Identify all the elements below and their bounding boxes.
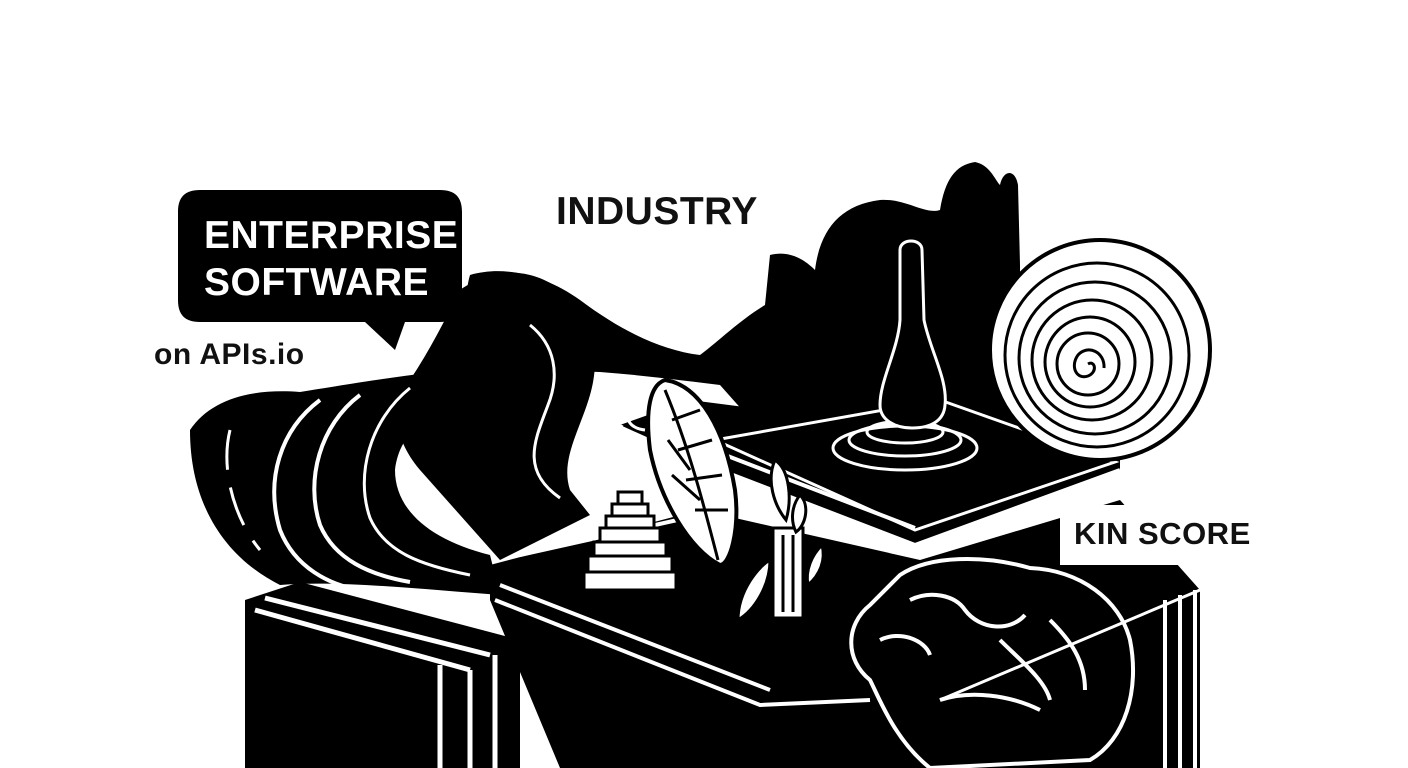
leaf-large <box>646 377 739 568</box>
right-block-stripes <box>1163 590 1197 768</box>
small-vase-stripes <box>781 535 795 612</box>
speech-bubble-line2: SOFTWARE <box>204 261 429 304</box>
score-plate <box>1060 505 1238 565</box>
spiral-lines <box>1003 261 1191 449</box>
vase-statue <box>878 239 947 430</box>
crumpled-cloth <box>849 557 1135 768</box>
apis-caption: on APIs.io <box>154 338 305 371</box>
small-vase <box>771 526 805 620</box>
speech-bubble-line1: ENTERPRISE <box>204 214 459 257</box>
side-leaf <box>736 557 772 623</box>
sprig-right <box>791 492 808 535</box>
pagoda-stack <box>582 490 678 592</box>
side-leaf-small <box>805 542 825 588</box>
rock-silhouette <box>466 162 1020 430</box>
ribbon-road <box>190 368 500 595</box>
left-block <box>245 582 520 768</box>
cloth-folds <box>879 592 1087 712</box>
sprig-left <box>769 457 791 524</box>
road-lane-inner <box>362 386 471 577</box>
industry-heading: INDUSTRY <box>556 190 758 233</box>
cloth-string <box>939 588 1201 702</box>
road-dash <box>225 429 262 551</box>
spiral-disc <box>988 238 1212 462</box>
speech-bubble <box>178 190 462 350</box>
road-lane-middle <box>312 393 411 584</box>
left-block-stripes <box>254 595 498 768</box>
kin-score-label: KIN SCORE <box>1074 516 1251 551</box>
road-lane-outer <box>272 398 361 592</box>
book-stand-base-lines <box>618 409 646 450</box>
leaf-large-veins <box>663 389 728 561</box>
speech-bubble-text: ENTERPRISE SOFTWARE <box>204 212 459 306</box>
river-streamline <box>529 323 561 500</box>
